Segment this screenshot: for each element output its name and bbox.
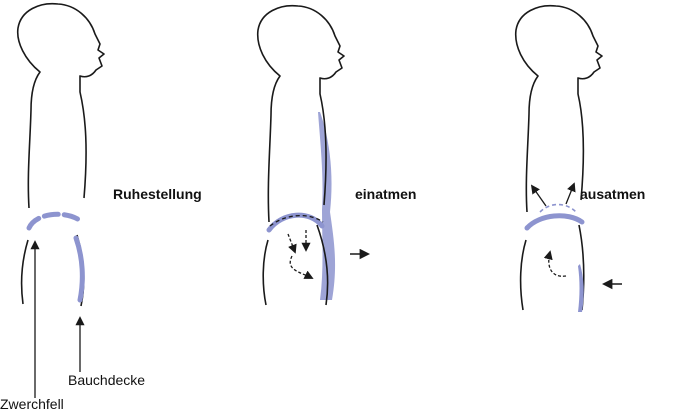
diaphragm-up-arrow-right	[566, 184, 574, 204]
figure-inhale	[258, 6, 368, 305]
belly-curve-arrow	[549, 252, 566, 276]
head-neck-torso-outline	[516, 6, 602, 212]
figure-rest	[18, 4, 104, 398]
diaphragm-raised-shape	[527, 216, 582, 228]
head-neck-torso-outline	[18, 4, 104, 208]
stage-title-exhale: ausatmen	[580, 186, 645, 202]
label-abdominal-wall: Bauchdecke	[68, 372, 145, 388]
back-lower-outline	[263, 240, 268, 305]
stage-title-inhale: einatmen	[355, 186, 416, 202]
diaphragm-shape	[29, 214, 82, 228]
back-lower-outline	[521, 240, 526, 310]
diaphragm-down-arrow-left	[288, 234, 295, 252]
stage-title-rest: Ruhestellung	[113, 186, 202, 202]
abdominal-wall-inward-shape	[578, 264, 584, 312]
abdominal-wall-shape	[76, 238, 82, 300]
diaphragm-up-arrow-left	[532, 186, 546, 206]
figure-exhale	[516, 6, 622, 312]
back-lower-outline	[22, 240, 28, 304]
belly-curve-arrow	[290, 256, 312, 278]
label-diaphragm: Zwerchfell	[0, 396, 64, 412]
diaphragm-lowered-shape	[269, 215, 322, 230]
